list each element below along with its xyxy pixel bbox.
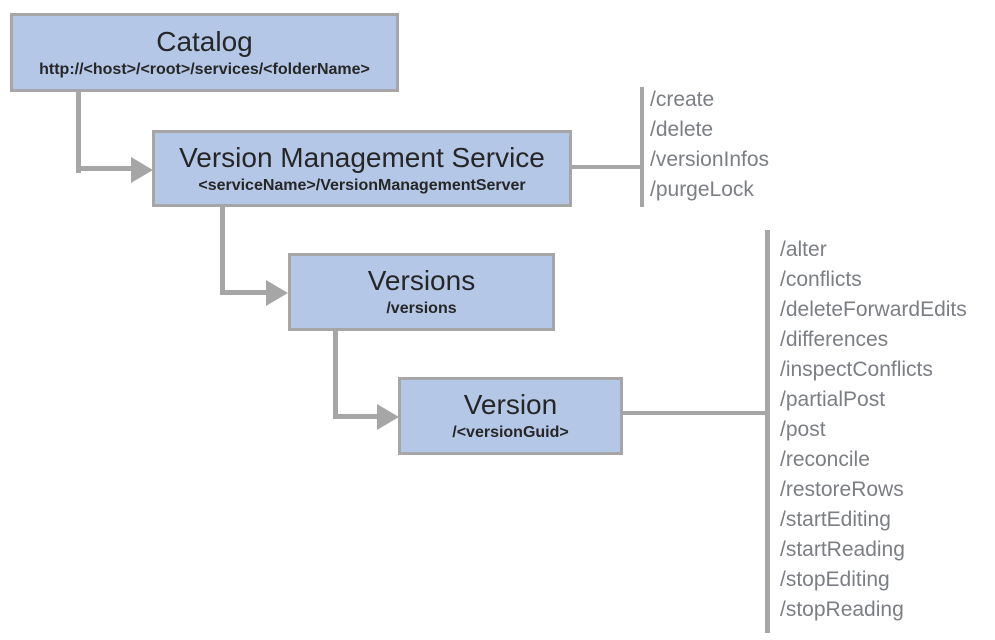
connector-versions-to-version-vertical	[333, 331, 338, 419]
node-title: Versions	[367, 265, 476, 296]
operation-label: /reconcile	[780, 448, 870, 471]
version-operations-bracket-bar	[765, 230, 770, 633]
node-title: Version	[463, 389, 558, 420]
operation-label: /delete	[650, 118, 714, 141]
node-version: Version /<versionGuid>	[398, 377, 623, 455]
operation-label: /alter	[780, 238, 827, 261]
connector-catalog-to-vms-vertical	[76, 92, 81, 173]
node-catalog: Catalog http://<host>/<root>/services/<f…	[10, 13, 399, 92]
vms-operations-bracket-bar	[640, 87, 644, 207]
arrowhead-icon	[131, 157, 153, 183]
vms-operations-list: /create/delete/versionInfos/purgeLock	[650, 85, 769, 205]
operation-label: /stopReading	[780, 598, 904, 621]
connector-version-to-operations	[623, 411, 767, 415]
operation-label: /inspectConflicts	[780, 358, 933, 381]
operation-label: /purgeLock	[650, 178, 754, 201]
connector-vms-to-operations	[572, 165, 642, 169]
node-title: Version Management Service	[179, 141, 545, 173]
arrowhead-icon	[377, 404, 399, 430]
operation-label: /conflicts	[780, 268, 862, 291]
operation-label: /startEditing	[780, 508, 891, 531]
operation-label: /create	[650, 88, 715, 111]
operation-label: /restoreRows	[780, 478, 904, 501]
operation-label: /partialPost	[780, 388, 886, 411]
node-version-management-service: Version Management Service <serviceName>…	[152, 130, 572, 207]
operation-label: /differences	[780, 328, 889, 351]
node-url-template: /versions	[386, 300, 457, 317]
operation-label: /startReading	[780, 538, 905, 561]
operation-label: /post	[780, 418, 826, 441]
arrowhead-icon	[266, 280, 288, 306]
connector-vms-to-versions-vertical	[220, 207, 225, 295]
node-url-template: http://<host>/<root>/services/<folderNam…	[39, 60, 370, 78]
connector-vms-to-versions-horizontal	[220, 290, 268, 295]
version-operations-list: /alter/conflicts/deleteForwardEdits/diff…	[780, 235, 967, 625]
node-url-template: /<versionGuid>	[452, 424, 569, 441]
operation-label: /versionInfos	[650, 148, 770, 171]
operation-label: /deleteForwardEdits	[780, 298, 967, 321]
node-versions: Versions /versions	[288, 253, 555, 331]
connector-catalog-to-vms-horizontal	[76, 166, 132, 171]
node-title: Catalog	[156, 25, 253, 57]
operation-label: /stopEditing	[780, 568, 890, 591]
connector-versions-to-version-horizontal	[333, 414, 378, 419]
node-url-template: <serviceName>/VersionManagementServer	[198, 176, 526, 194]
